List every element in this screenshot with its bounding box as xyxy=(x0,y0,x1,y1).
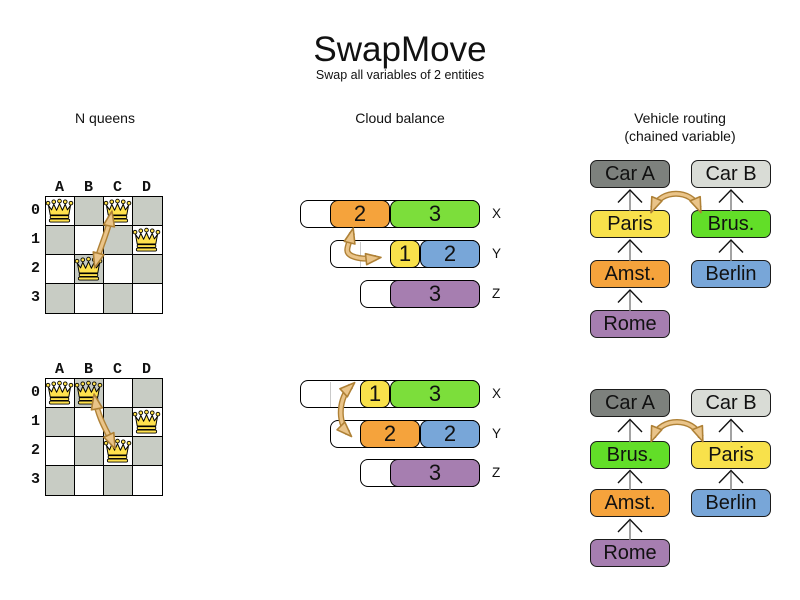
vehicle-stop-box: Paris xyxy=(590,210,670,238)
cloud-process-block: 2 xyxy=(420,240,480,268)
process-value: 2 xyxy=(353,201,367,226)
cloud-column-title: Cloud balance xyxy=(355,110,445,126)
vehicle-stop-box: Brus. xyxy=(691,210,771,238)
vehicle-stop-box: Rome xyxy=(590,539,670,567)
board-row-label: 1 xyxy=(30,231,40,248)
cloud-process-block: 2 xyxy=(420,420,480,448)
vehicle-anchor-box: Car A xyxy=(590,389,670,417)
vehicle-column-title: Vehicle routing xyxy=(634,110,726,126)
process-value: 2 xyxy=(443,421,457,446)
cloud-row-label: X xyxy=(492,386,502,401)
cloud-row-label: Z xyxy=(492,465,501,480)
box-label: Car B xyxy=(705,163,757,185)
box-label: Car B xyxy=(705,392,757,414)
box-label: Rome xyxy=(603,542,657,564)
swap-arrow-outline xyxy=(650,190,702,210)
board-row-label: 2 xyxy=(30,260,40,277)
vehicle-stop-box: Berlin xyxy=(691,260,771,288)
vehicle-anchor-box: Car B xyxy=(691,160,771,188)
process-value: 2 xyxy=(383,421,397,446)
board-col-label: B xyxy=(83,179,93,196)
board-row-label: 0 xyxy=(30,202,40,219)
nqueens-column-title: N queens xyxy=(75,110,135,126)
vehicle-stop-box: Berlin xyxy=(691,489,771,517)
vehicle-stop-box: Brus. xyxy=(590,441,670,469)
vehicle-column-subtitle: (chained variable) xyxy=(624,128,736,144)
vehicle-anchor-box: Car A xyxy=(590,160,670,188)
board-col-label: D xyxy=(141,361,151,378)
process-value: 3 xyxy=(428,381,442,406)
box-label: Berlin xyxy=(705,492,757,514)
cloud-process-block: 3 xyxy=(390,280,480,308)
swap-arrow-outline xyxy=(650,419,704,439)
board-col-label: C xyxy=(112,361,122,378)
cloud-process-block: 1 xyxy=(360,380,390,408)
nqueens-board-after xyxy=(45,378,163,496)
box-label: Amst. xyxy=(604,492,656,514)
swap-arrow-vehicle-after xyxy=(650,420,704,443)
cloud-process-block: 3 xyxy=(390,200,480,228)
process-value: 2 xyxy=(443,241,457,266)
board-row-label: 3 xyxy=(30,471,40,488)
board-col-label: C xyxy=(112,179,122,196)
process-value: 1 xyxy=(368,381,382,406)
board-col-label: A xyxy=(54,179,64,196)
swap-arrow-vehicle-before xyxy=(650,192,702,214)
board-col-label: A xyxy=(54,361,64,378)
page-title: SwapMove xyxy=(313,30,487,69)
process-value: 3 xyxy=(428,460,442,485)
box-label: Car A xyxy=(604,392,656,414)
box-label: Brus. xyxy=(707,213,755,235)
cloud-process-block: 3 xyxy=(390,380,480,408)
vehicle-stop-box: Paris xyxy=(691,441,771,469)
board-col-label: B xyxy=(83,361,93,378)
process-value: 3 xyxy=(428,201,442,226)
box-label: Paris xyxy=(607,213,653,235)
page-subtitle: Swap all variables of 2 entities xyxy=(315,68,485,82)
board-row-label: 1 xyxy=(30,413,40,430)
cloud-row-label: Z xyxy=(492,286,501,301)
vehicle-stop-box: Rome xyxy=(590,310,670,338)
cloud-row-label: X xyxy=(492,206,502,221)
nqueens-board-before xyxy=(45,196,163,314)
chain-links xyxy=(629,191,732,540)
vehicle-stop-box: Amst. xyxy=(590,260,670,288)
cloud-process-block: 1 xyxy=(390,240,420,268)
box-label: Rome xyxy=(603,313,657,335)
vehicle-anchor-box: Car B xyxy=(691,389,771,417)
cloud-process-block: 2 xyxy=(360,420,420,448)
board-row-label: 3 xyxy=(30,289,40,306)
vehicle-stop-box: Amst. xyxy=(590,489,670,517)
box-label: Berlin xyxy=(705,263,757,285)
box-label: Paris xyxy=(708,444,754,466)
cloud-process-block: 3 xyxy=(390,459,480,487)
ghost-boundary-line xyxy=(330,381,331,407)
process-value: 1 xyxy=(398,241,412,266)
chain-arrowheads xyxy=(617,188,744,533)
board-row-label: 2 xyxy=(30,442,40,459)
cloud-row-label: Y xyxy=(492,246,502,261)
cloud-process-block: 2 xyxy=(330,200,390,228)
process-value: 3 xyxy=(428,281,442,306)
board-row-label: 0 xyxy=(30,384,40,401)
ghost-boundary-line xyxy=(360,241,361,267)
board-col-label: D xyxy=(141,179,151,196)
box-label: Car A xyxy=(604,163,656,185)
cloud-row-label: Y xyxy=(492,426,502,441)
box-label: Amst. xyxy=(604,263,656,285)
box-label: Brus. xyxy=(606,444,654,466)
